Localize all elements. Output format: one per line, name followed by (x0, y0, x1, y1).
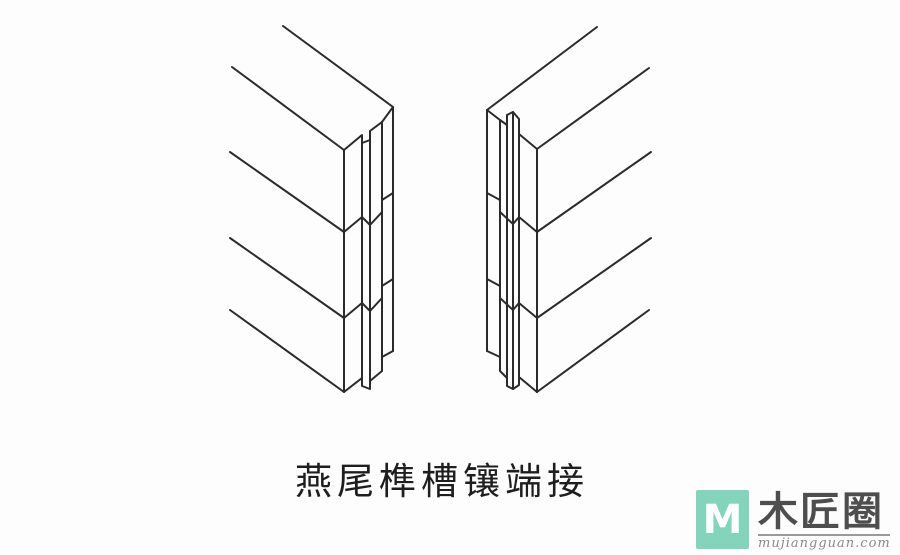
right-face-break-1 (536, 151, 652, 233)
logo-monogram-letter: M (702, 496, 743, 543)
left-face-break-1 (229, 151, 345, 233)
logo-divider (758, 534, 890, 536)
left-bottom-edge (229, 309, 345, 393)
left-top-far-edge (282, 25, 394, 108)
right-board-drawing (486, 26, 652, 393)
logo-text-block: 木匠圈 mujiangguan.com (758, 490, 891, 551)
left-end-break-1 (343, 192, 394, 233)
right-top-near-edge (536, 67, 650, 150)
right-end-top-profile (486, 109, 538, 150)
logo-monogram-badge: M (696, 490, 749, 549)
left-board-drawing (229, 25, 394, 393)
right-top-far-edge (486, 26, 598, 111)
right-end-break-2 (486, 278, 538, 319)
right-face-break-2 (536, 237, 652, 319)
left-face-break-2 (229, 237, 345, 319)
left-top-near-edge (231, 66, 345, 151)
logo-site-name: 木匠圈 (758, 490, 884, 534)
right-end-bottom-profile (486, 350, 538, 393)
site-watermark-logo: M 木匠圈 mujiangguan.com (696, 490, 891, 551)
right-bottom-edge (536, 309, 650, 393)
left-end-bottom-profile (343, 350, 394, 393)
logo-site-domain: mujiangguan.com (758, 536, 891, 551)
right-end-break-1 (486, 192, 538, 233)
left-end-top-profile (343, 106, 394, 151)
left-end-break-2 (343, 278, 394, 319)
diagram-caption: 燕尾榫槽镶端接 (295, 461, 589, 502)
